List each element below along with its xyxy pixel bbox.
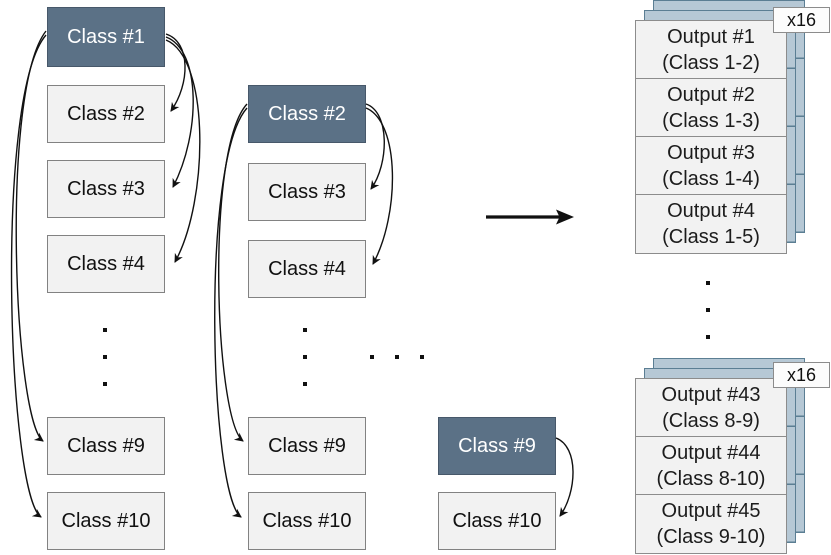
output-stack-bottom: Output #43 (Class 8-9) Output #44 (Class… — [635, 378, 787, 554]
right-class-box-10: Class #10 — [438, 492, 556, 550]
arrow-class2-to-class3 — [365, 103, 385, 190]
output-subtitle: (Class 1-3) — [662, 109, 760, 132]
left-class-header-box: Class #1 — [47, 7, 165, 67]
output-title: Output #3 — [667, 141, 755, 164]
ellipsis-dot — [420, 355, 424, 359]
left-class-box-9: Class #9 — [47, 417, 165, 475]
horizontal-ellipsis-columns — [370, 355, 424, 359]
output-title: Output #2 — [667, 83, 755, 106]
multiplier-badge-top: x16 — [773, 7, 830, 33]
middle-class-box-4: Class #4 — [248, 240, 366, 298]
left-class-box-10: Class #10 — [47, 492, 165, 550]
arrow-class2-to-class9 — [218, 103, 248, 442]
output-title: Output #44 — [661, 441, 761, 464]
output-title: Output #4 — [667, 200, 755, 222]
output-row: Output #4 (Class 1-5) — [636, 195, 786, 253]
output-subtitle: (Class 1-4) — [662, 167, 760, 190]
middle-class-box-10: Class #10 — [248, 492, 366, 550]
ellipsis-dot — [303, 382, 307, 386]
ellipsis-dot — [395, 355, 399, 359]
arrow-class1-to-class4 — [165, 39, 201, 263]
ellipsis-dot — [706, 335, 710, 339]
ellipsis-dot — [103, 328, 107, 332]
output-row: Output #44 (Class 8-10) — [636, 437, 786, 495]
arrow-class1-to-class3 — [165, 36, 194, 188]
output-row: Output #1 (Class 1-2) — [636, 21, 786, 79]
ellipsis-dot — [103, 355, 107, 359]
arrow-class1-to-class10 — [10, 34, 47, 518]
output-subtitle: (Class 8-10) — [656, 467, 766, 490]
arrow-class9-to-class10 — [555, 437, 574, 517]
right-class-header-box: Class #9 — [438, 417, 556, 475]
ellipsis-dot — [706, 308, 710, 312]
left-class-box-3: Class #3 — [47, 160, 165, 218]
output-subtitle: (Class 9-10) — [656, 526, 766, 548]
middle-class-box-9: Class #9 — [248, 417, 366, 475]
arrow-class1-to-class9 — [15, 30, 47, 442]
left-class-box-4: Class #4 — [47, 235, 165, 293]
transform-arrow — [486, 209, 574, 225]
output-title: Output #1 — [667, 25, 755, 48]
output-stack-top: Output #1 (Class 1-2) Output #2 (Class 1… — [635, 20, 787, 254]
vertical-ellipsis-left — [103, 328, 107, 386]
ellipsis-dot — [103, 382, 107, 386]
middle-class-header-box: Class #2 — [248, 85, 366, 143]
ellipsis-dot — [706, 281, 710, 285]
output-row: Output #45 (Class 9-10) — [636, 495, 786, 553]
arrow-class2-to-class4 — [365, 107, 394, 265]
output-subtitle: (Class 1-5) — [662, 226, 760, 248]
left-class-box-2: Class #2 — [47, 85, 165, 143]
ellipsis-dot — [370, 355, 374, 359]
output-row: Output #2 (Class 1-3) — [636, 79, 786, 137]
arrow-class1-to-class2 — [165, 33, 186, 112]
output-subtitle: (Class 8-9) — [662, 409, 760, 432]
ellipsis-dot — [303, 355, 307, 359]
output-row: Output #43 (Class 8-9) — [636, 379, 786, 437]
multiplier-badge-bottom: x16 — [773, 362, 830, 388]
output-subtitle: (Class 1-2) — [662, 51, 760, 74]
output-title: Output #43 — [661, 383, 761, 406]
middle-class-box-3: Class #3 — [248, 163, 366, 221]
vertical-ellipsis-outputs — [706, 281, 710, 339]
vertical-ellipsis-middle — [303, 328, 307, 386]
output-title: Output #45 — [661, 500, 761, 522]
arrow-class2-to-class10 — [214, 107, 248, 518]
ellipsis-dot — [303, 328, 307, 332]
output-row: Output #3 (Class 1-4) — [636, 137, 786, 195]
